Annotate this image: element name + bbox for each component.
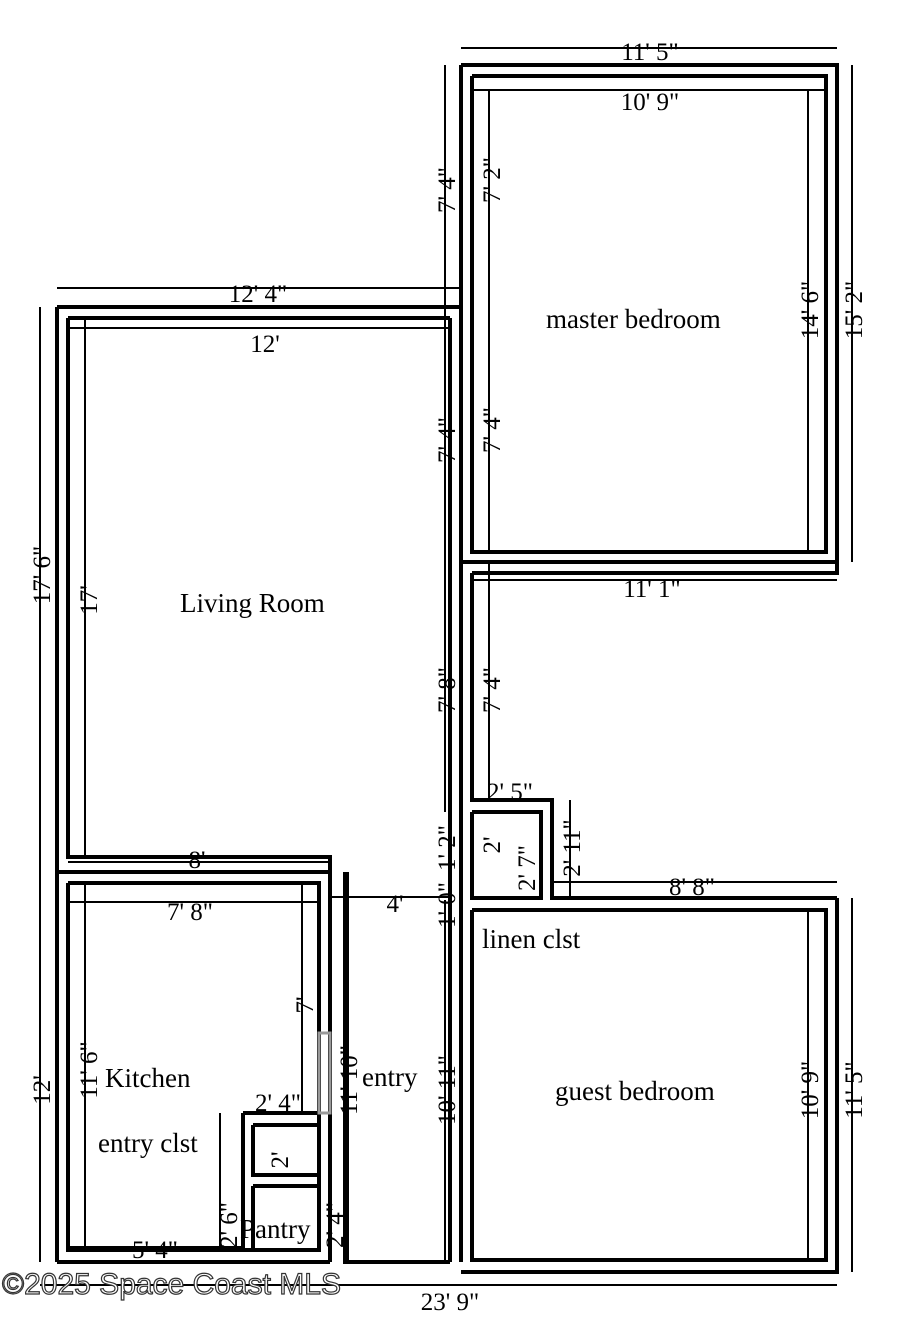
dimension-label: 2' 7" [514,845,541,891]
dimension-label: 2' 4" [322,1202,349,1248]
wall-segment [461,898,839,1274]
dimension-label: 1' 0" [434,882,461,928]
wall-segment [343,872,450,1264]
dimension-label: 8' [188,847,205,874]
wall-segment [472,562,839,575]
dimension-label: 10' 9" [621,89,679,116]
walls [55,63,839,1274]
room-label-living-room: Living Room [180,588,325,618]
dimension-label: 17' 6" [29,546,56,604]
room-label-master-bedroom: master bedroom [546,304,721,334]
dimension-label: 7' 4" [434,417,461,463]
dimension-label: 12' 4" [229,281,287,308]
dimension-label: 15' 2" [841,281,868,339]
wall-segment [470,573,837,900]
wall-segment [251,1184,321,1252]
dimension-label: 7' 8" [167,899,213,926]
dimension-label: 7' 4" [479,667,506,713]
dimension-label: 11' 5" [621,39,679,66]
dimension-label: 1' 2" [434,825,461,871]
room-label-entry-closet: entry clst [98,1128,198,1158]
room-label-kitchen: Kitchen [105,1063,191,1093]
room-label-guest-bedroom: guest bedroom [555,1076,715,1106]
dimension-label: 2' 4" [255,1090,301,1117]
dimension-label: 2' 11" [559,819,586,877]
dimension-label: 8' 8" [669,874,715,901]
dimension-label: 7' 8" [434,667,461,713]
dimension-label: 2' [479,836,506,853]
wall-segment [470,810,543,900]
dimension-label: 7' 2" [479,157,506,203]
room-label-linen-closet: linen clst [482,924,581,954]
dimension-label: 2' [267,1151,294,1168]
dimension-label: 12' [250,331,280,358]
wall-segment [470,908,828,1262]
dimension-label: 10' 11" [434,1055,461,1125]
dimension-label: 7' [292,996,319,1013]
dimension-label: 4' [386,891,403,918]
dimension-labels: 11' 5" 10' 9" 12' 4" 12' 7' 4" 7' 2" 14' 6" 15'… [29,39,868,1316]
room-label-pantry: Pantry [240,1214,311,1244]
watermark: ©2025 Space Coast MLS [2,1268,341,1301]
dimension-label: 2' 5" [487,779,533,806]
dimension-label: 7' 4" [479,407,506,453]
dimension-label: 23' 9" [421,1289,479,1316]
dimension-label: 11' 5" [841,1061,868,1119]
wall-segment [251,1123,321,1177]
dimension-label: 10' 9" [797,1061,824,1119]
dimension-label: 7' 4" [434,167,461,213]
wall-segment [470,74,828,554]
dimension-label: 5' 4" [132,1237,178,1264]
room-label-entry: entry [362,1062,418,1092]
dimension-label: 11' 10" [336,1045,363,1115]
dimension-label: 12' [29,1075,56,1105]
dimension-lines [39,47,853,1286]
dimension-label: 11' 1" [623,576,681,603]
dimension-label: 2' 6" [216,1202,243,1248]
door-opening [317,1031,332,1115]
wall-segment [68,855,332,1262]
dimension-label: 11' 6" [76,1041,103,1099]
dimension-label: 14' 6" [797,281,824,339]
dimension-label: 17' [76,585,103,615]
